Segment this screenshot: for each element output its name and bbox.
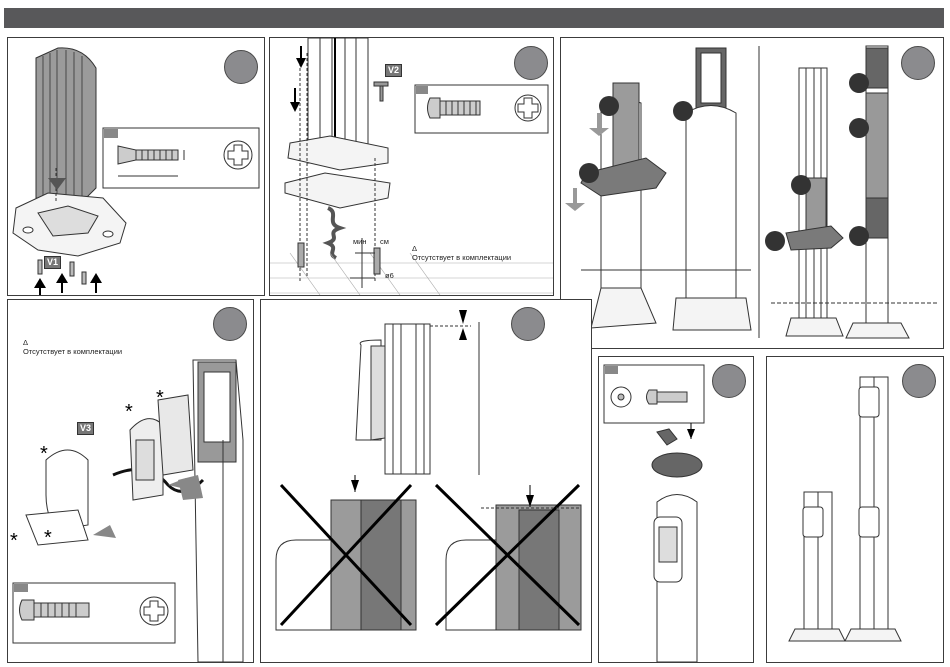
panel-step-4: Δ Отсутствует в комплектации ** ***: [7, 299, 254, 663]
cap-installation-illustration: [599, 357, 753, 662]
svg-text:*: *: [40, 443, 48, 465]
delta-note: Δ: [412, 244, 417, 253]
screw-label-v1: V1: [44, 256, 61, 269]
header-bar: [4, 8, 944, 28]
svg-text:*: *: [125, 401, 133, 423]
svg-text:*: *: [44, 527, 52, 549]
screw-label-v3: V3: [77, 422, 94, 435]
min-label: мин: [353, 237, 367, 246]
panel-step-5: [260, 299, 592, 663]
device-mounting-illustration: * * * * *: [8, 300, 253, 662]
alignment-check-illustration: [261, 300, 591, 662]
panel-step-7: [766, 356, 944, 663]
panel-step-2: мин см ø6 V2 Δ Отсутствует в комплектаци…: [269, 37, 554, 296]
svg-text:*: *: [156, 387, 164, 409]
cm-label: см: [380, 237, 389, 246]
svg-text:*: *: [10, 530, 18, 552]
column-cover-installation-illustration: [561, 38, 943, 348]
screw-label-v2: V2: [385, 64, 402, 77]
panel-step-6: [598, 356, 754, 663]
not-supplied-note: Отсутствует в комплектации: [412, 253, 511, 262]
finished-columns-illustration: [767, 357, 943, 662]
panel-step-1: V1: [7, 37, 265, 296]
panel-step-3: [560, 37, 944, 349]
diameter-label: ø6: [385, 271, 394, 280]
